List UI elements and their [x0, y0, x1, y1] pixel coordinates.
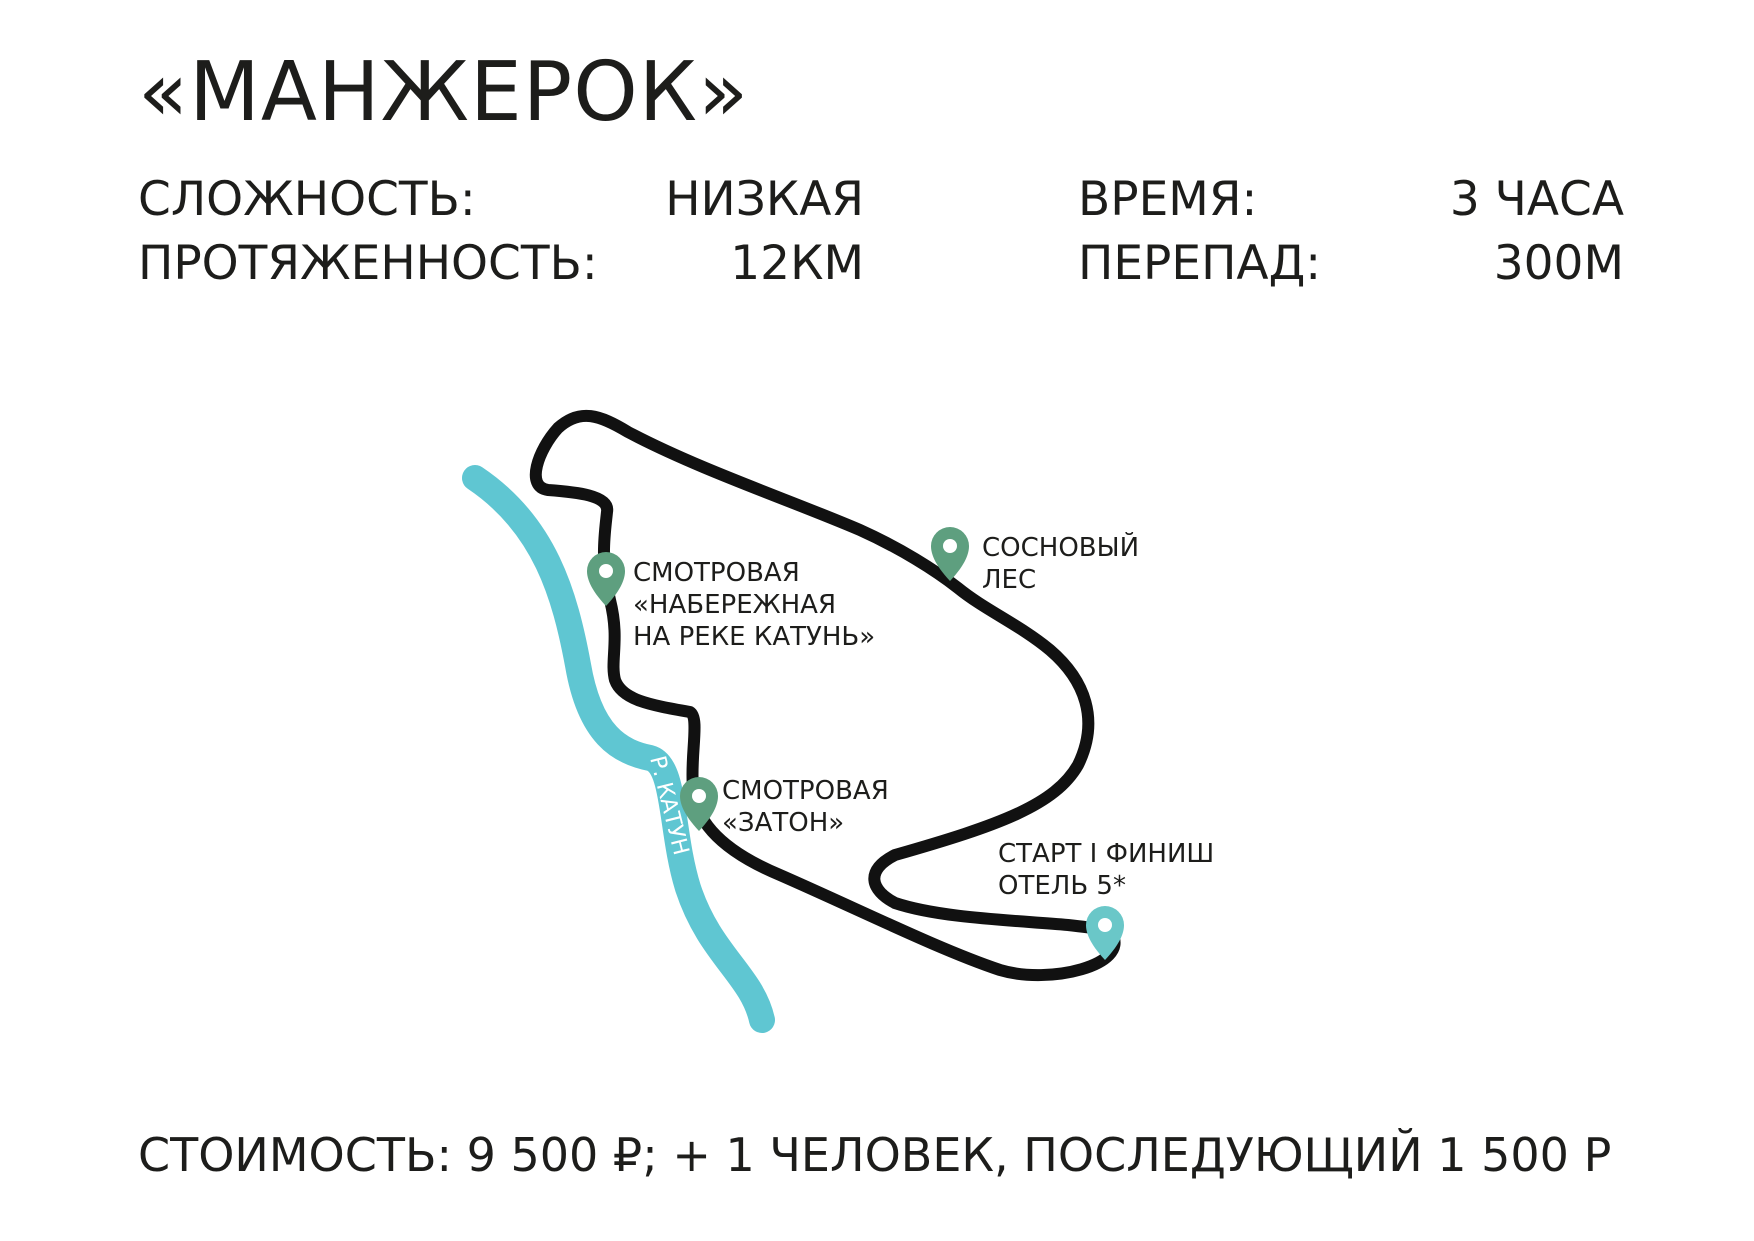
map-pin-icon[interactable] — [680, 777, 718, 831]
river-katun — [462, 465, 775, 1033]
pin-hole — [599, 564, 613, 578]
length-label: ПРОТЯЖЕННОСТЬ: — [138, 236, 598, 291]
time-value: 3 ЧАСА — [1449, 172, 1624, 227]
label-embankment-line1: СМОТРОВАЯ — [633, 558, 800, 588]
elevation-label: ПЕРЕПАД: — [1078, 236, 1322, 291]
difficulty-value: НИЗКАЯ — [665, 172, 864, 227]
pin-body — [587, 552, 625, 606]
label-start-line2: ОТЕЛЬ 5* — [998, 871, 1126, 901]
time-label: ВРЕМЯ: — [1078, 172, 1258, 227]
label-zaton-line1: СМОТРОВАЯ — [722, 776, 889, 806]
label-embankment-line2: «НАБЕРЕЖНАЯ — [633, 590, 836, 620]
label-start-line1: СТАРТ I ФИНИШ — [998, 839, 1214, 869]
pin-body — [680, 777, 718, 831]
route-title: «МАНЖЕРОК» — [138, 45, 750, 140]
length-value: 12КМ — [730, 236, 864, 291]
pin-body — [931, 527, 969, 581]
price-text: СТОИМОСТЬ: 9 500 ₽; + 1 ЧЕЛОВЕК, ПОСЛЕДУ… — [138, 1128, 1612, 1182]
map-pin-icon[interactable] — [1086, 906, 1124, 960]
elevation-value: 300М — [1493, 236, 1624, 291]
pin-hole — [1098, 918, 1112, 932]
label-forest-line2: ЛЕС — [982, 565, 1036, 595]
pin-body — [1086, 906, 1124, 960]
label-zaton-line2: «ЗАТОН» — [722, 808, 844, 838]
map-pin-icon[interactable] — [931, 527, 969, 581]
difficulty-label: СЛОЖНОСТЬ: — [138, 172, 476, 227]
label-forest-line1: СОСНОВЫЙ — [982, 531, 1139, 563]
pin-hole — [692, 789, 706, 803]
route-path — [529, 409, 1121, 982]
label-embankment-line3: НА РЕКЕ КАТУНЬ» — [633, 622, 875, 652]
map-pin-icon[interactable] — [587, 552, 625, 606]
pin-hole — [943, 539, 957, 553]
